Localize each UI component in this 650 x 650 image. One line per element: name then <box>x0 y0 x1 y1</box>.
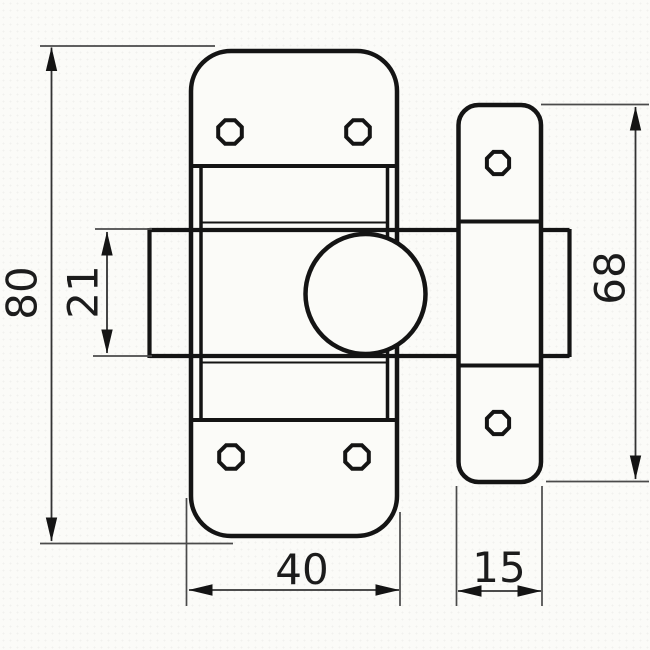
knob-circle <box>303 231 428 357</box>
keeper-slot-lines <box>459 219 541 368</box>
arrow-left-icon <box>457 585 482 597</box>
dim-keeper-width: 15 <box>455 486 543 606</box>
dim-body-width: 40 <box>185 498 401 606</box>
screw-hole-body-top-right <box>344 118 372 146</box>
arrow-down-icon <box>629 455 642 480</box>
dimension-annotations: 80 21 68 40 <box>0 45 649 606</box>
dim-keeper-height: 68 <box>541 103 649 483</box>
arrow-right-icon <box>517 585 542 597</box>
bolt-slide <box>147 227 572 359</box>
screw-hole-body-top-left <box>216 118 244 146</box>
arrow-up-icon <box>45 47 58 71</box>
arrow-up-icon <box>629 106 642 131</box>
dim-bolt-height: 21 <box>59 228 152 357</box>
dim-15-extension-lines <box>455 486 543 606</box>
latch-assembly <box>147 48 572 539</box>
arrow-down-icon <box>45 517 58 542</box>
dim-68-extension-lines <box>541 103 649 483</box>
slide-channel-lines <box>202 221 387 364</box>
dim-overall-height: 80 <box>0 45 233 545</box>
screw-hole-body-bottom-right <box>343 443 371 471</box>
dim-21-label: 21 <box>59 265 108 318</box>
arrow-up-icon <box>101 231 113 256</box>
dim-15-label: 15 <box>472 543 525 592</box>
dim-68-label: 68 <box>586 251 635 304</box>
arrow-down-icon <box>101 329 113 354</box>
dim-40-label: 40 <box>275 545 328 594</box>
dim-80-extension-lines <box>40 45 233 545</box>
dim-21-extension-lines <box>93 228 152 357</box>
dim-80-label: 80 <box>0 266 47 319</box>
dim-40-extension-lines <box>185 498 401 606</box>
screw-hole-body-bottom-left <box>217 443 245 471</box>
screw-hole-keeper-top <box>484 149 512 177</box>
screw-hole-keeper-bottom <box>484 409 512 437</box>
arrow-right-icon <box>375 584 400 596</box>
arrow-left-icon <box>188 584 213 596</box>
keeper-plate <box>456 102 544 485</box>
